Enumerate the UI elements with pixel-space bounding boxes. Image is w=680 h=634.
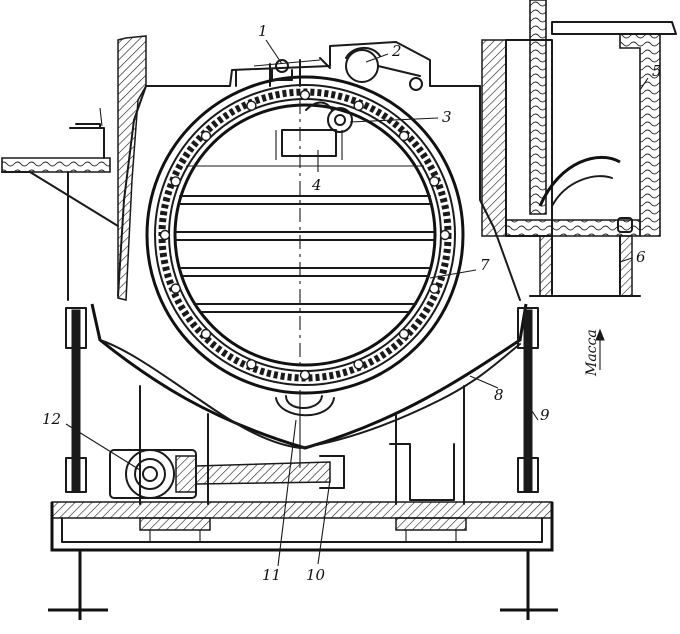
drum-bolt [170,283,181,294]
drum-bolt [200,328,212,340]
drum-bars [175,100,435,368]
inner-legs [139,385,465,505]
leader-lines [65,39,649,567]
drum-bolt [439,229,451,241]
drum-top-block [281,129,337,157]
drum-bolt [429,176,440,187]
drum-bolt [353,100,364,111]
trough [90,303,528,468]
top-fitting [271,57,331,81]
drum-bolt [429,283,440,294]
top-motor [345,47,423,91]
callout-4: 4 [311,176,322,194]
base-feet [48,550,558,620]
drum-bolt [200,130,212,142]
callout-10: 10 [306,566,326,584]
callout-1: 1 [258,22,268,40]
base-frame [50,501,554,552]
drum-bolt [398,130,410,142]
outlet-pipe [529,217,641,297]
callout-11: 11 [262,566,281,584]
right-hopper [481,0,677,237]
drum-bolt [398,328,410,340]
left-shelf [1,107,119,301]
valve [327,107,353,133]
housing-outline [145,41,481,87]
callout-5: 5 [652,62,662,80]
drum-bolt [246,100,257,111]
drum-bolts [159,89,451,381]
drum-bolt [299,369,311,381]
callout-2: 2 [391,42,402,60]
drive-unit [109,449,345,499]
drum-bolt [170,176,181,187]
callout-7: 7 [480,256,490,274]
flow-arrow [595,328,605,370]
vertical-chute [529,0,547,215]
drum-inner-wall [173,103,437,367]
callout-labels: 1 2 3 4 5 6 7 8 9 10 11 12 Масса [42,22,662,584]
drum-bolt [159,229,171,241]
right-spring-column [517,307,539,493]
left-spring-column [65,307,87,493]
drum-bolt [353,359,364,370]
callout-3: 3 [442,108,452,126]
flow-label: Масса [584,329,600,377]
drum-outer-ring [145,75,465,395]
callout-8: 8 [494,386,504,404]
drum [145,75,465,395]
left-frame-post [117,35,147,301]
drum-bolt [246,359,257,370]
callout-9: 9 [540,406,550,424]
callout-6: 6 [636,248,646,266]
callout-12: 12 [42,410,61,428]
drum-bolt [299,89,311,101]
